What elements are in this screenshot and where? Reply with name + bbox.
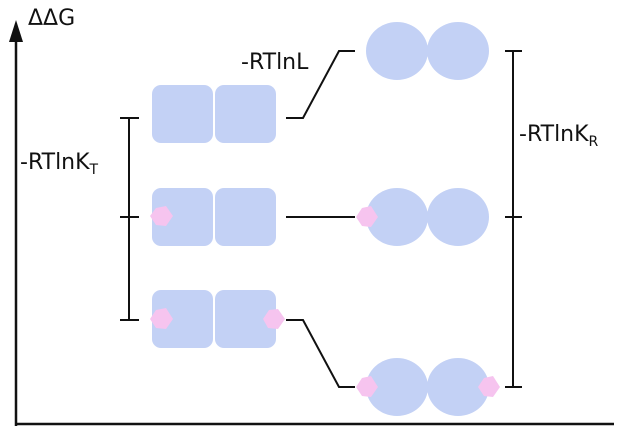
t-subunit-left — [152, 290, 213, 348]
ligand-pentagon-icon — [263, 309, 285, 329]
label-rtlnkt-subscript: T — [89, 162, 99, 178]
label-rtlnkr: -RTlnKR — [519, 122, 599, 150]
connector-unliganded — [286, 50, 355, 119]
label-rtlnkt-main: -RTlnK — [20, 150, 90, 175]
t-subunit-right — [215, 290, 276, 348]
t-subunit-right — [215, 188, 276, 246]
t-state-two-ligands — [150, 290, 285, 348]
r-subunit-left — [366, 358, 428, 416]
connector-two-ligands — [286, 319, 355, 388]
label-rtlnl: -RTlnL — [241, 50, 309, 75]
t-subunit-left — [152, 85, 213, 143]
kt-bracket — [120, 117, 139, 321]
r-state-two-ligands — [356, 358, 500, 416]
r-subunit-right — [427, 358, 489, 416]
energy-connectors — [286, 50, 355, 388]
r-subunit-left — [366, 188, 428, 246]
r-subunit-right — [427, 22, 489, 80]
r-subunit-left — [366, 22, 428, 80]
kr-bracket — [505, 50, 522, 388]
axes — [14, 36, 614, 426]
label-rtlnkr-subscript: R — [588, 134, 599, 150]
label-rtlnkr-main: -RTlnK — [519, 122, 589, 147]
ligand-pentagon-icon — [356, 376, 378, 397]
r-subunit-right — [427, 188, 489, 246]
y-axis-label: ΔΔG — [28, 6, 76, 31]
label-rtlnkt: -RTlnKT — [20, 150, 99, 178]
r-state-unliganded — [366, 22, 489, 80]
ligand-pentagon-icon — [150, 206, 173, 226]
y-axis-arrow-icon — [9, 20, 23, 42]
ligand-pentagon-icon — [478, 376, 500, 397]
r-state-one-ligand — [356, 188, 489, 246]
ligand-pentagon-icon — [356, 206, 378, 227]
t-state-unliganded — [152, 85, 276, 143]
t-subunit-left — [152, 188, 213, 246]
ligand-pentagon-icon — [150, 308, 173, 329]
t-state-one-ligand — [150, 188, 276, 246]
t-subunit-right — [215, 85, 276, 143]
